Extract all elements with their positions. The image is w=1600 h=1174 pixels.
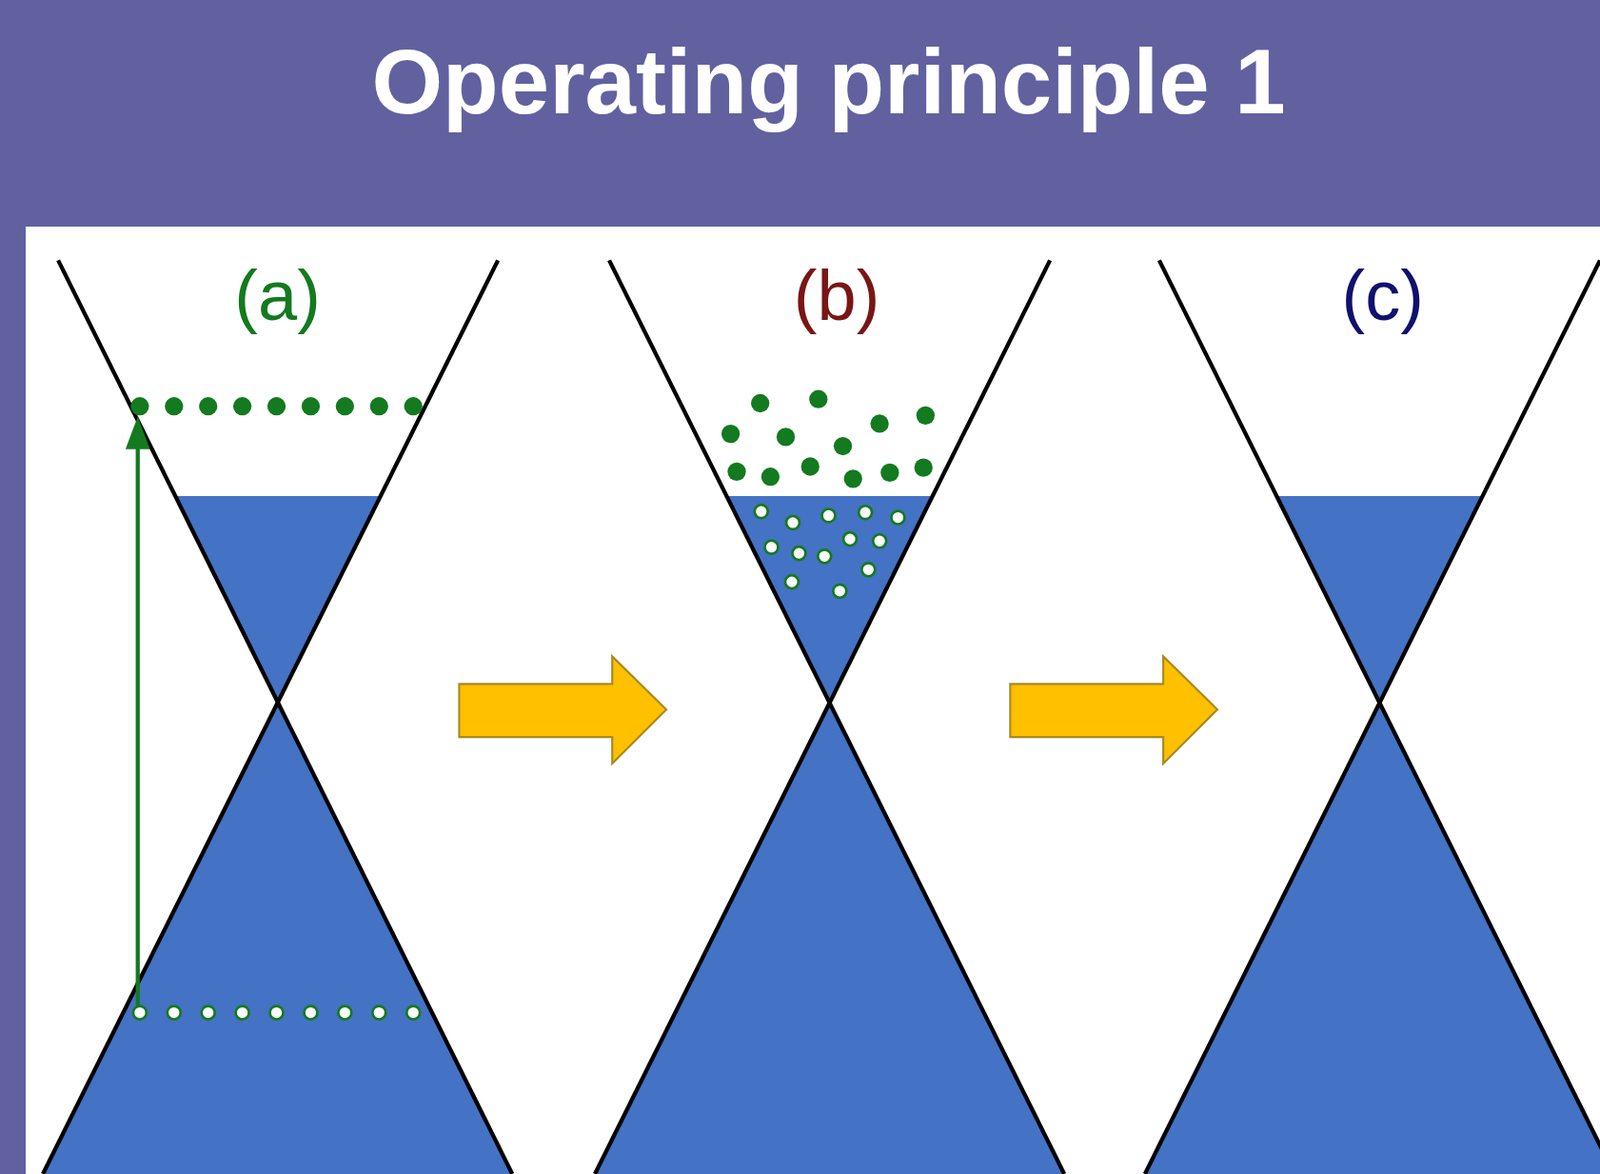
hole-dot [133,1006,147,1020]
electron-dot [916,406,935,425]
hole-dot [872,533,887,548]
electron-dot [233,396,252,415]
step-arrows [458,655,1218,764]
hole-dot [236,1006,250,1020]
excitation-arrow [125,415,151,1006]
electron-dot [198,396,218,415]
cone-line [594,259,1050,1174]
dirac-cones [42,259,1600,1174]
hole-dot [791,546,806,560]
hole-dot [337,1006,352,1020]
electron-dot [267,396,286,415]
electron-dot [776,427,795,446]
hole-dot [754,504,769,518]
electron-dot [761,467,780,486]
hole-dot [201,1006,216,1020]
arrow-shaft [136,438,140,1006]
step-arrow [458,655,667,764]
electron-dot [880,463,899,482]
electron-dot [164,396,183,415]
electron-dot [833,436,852,455]
upper-cone-fill [1277,495,1482,703]
electron-dot [370,396,389,415]
electron-dot [727,462,746,481]
electron-dot [130,396,149,415]
hole-dot [786,515,800,530]
hole-dot [861,562,875,576]
hole-dot [785,574,799,589]
electron-dot [809,390,828,409]
hole-dot [167,1006,181,1020]
electron-dot [301,396,320,415]
upper-cone-fill [175,495,379,703]
electron-dot [844,469,863,488]
electron-dot [914,457,933,476]
arrow-head [125,415,151,449]
cone-line [609,259,1065,1174]
cone-line [58,259,513,1174]
lower-cone-fill [42,702,513,1174]
upper-cone-fill [727,495,931,703]
lower-cone-fill [594,702,1065,1174]
cone-line [1145,259,1600,1174]
hole-dot [303,1006,317,1020]
electron-dot [801,456,820,475]
hole-dot [843,532,857,546]
carriers [130,390,935,1020]
hole-dot [832,584,847,598]
electron-dot [750,394,770,413]
electron-dot [869,414,889,433]
slide-title: Operating principle 1 [371,36,1285,128]
panel-label: (b) [793,260,880,332]
step-arrow [1009,655,1218,764]
panel-label: (a) [234,260,320,332]
hole-dot [372,1006,386,1020]
electron-dot [335,396,355,415]
hole-dot [890,511,905,525]
cone-line [42,259,498,1174]
hole-dot [822,508,836,522]
hole-dot [817,549,831,563]
hole-dot [858,505,872,519]
lower-cone-fill [1145,702,1600,1174]
hole-dot [765,540,779,554]
hole-dot [406,1006,420,1020]
electron-dot [404,396,423,415]
hole-dot [270,1006,284,1020]
electron-dot [721,424,740,443]
panel-label: (c) [1341,260,1423,332]
